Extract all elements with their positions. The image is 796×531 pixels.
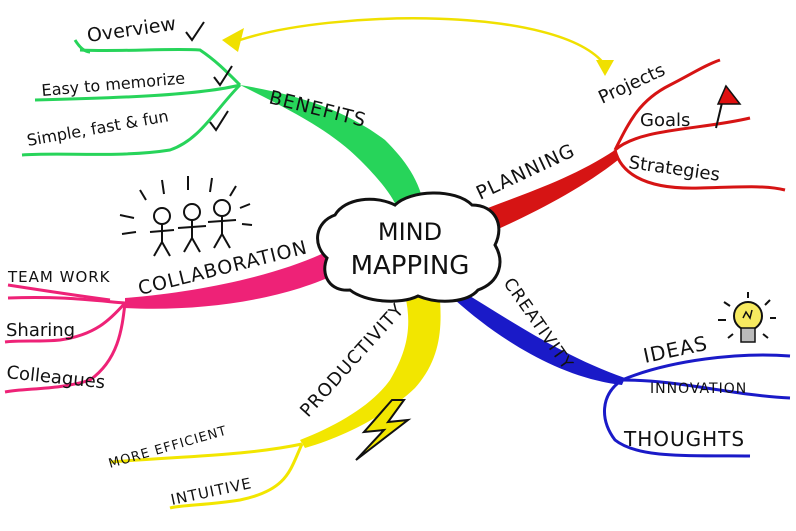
creativity-item-thoughts: THOUGHTS <box>623 427 745 451</box>
branch-creativity: CREATIVITY IDEAS INNOVATION THOUGHTS <box>455 274 791 458</box>
benefits-item-overview: Overview <box>86 13 178 47</box>
collaboration-item-team-work: TEAM WORK <box>7 268 111 286</box>
cloud-shape <box>316 191 502 303</box>
check-icon <box>209 110 229 132</box>
branch-planning: PLANNING Projects Goals Strategies <box>470 58 786 235</box>
creativity-item-ideas: IDEAS <box>641 331 710 368</box>
center-title-line1: MIND <box>378 218 442 246</box>
planning-item-goals: Goals <box>640 110 690 131</box>
connector-arrow <box>222 17 614 76</box>
arrow-head-left-icon <box>222 28 244 52</box>
check-icon <box>185 21 205 42</box>
branch-collaboration: COLLABORATION TEAM WORK Sharing Colleagu… <box>4 176 340 394</box>
lightbulb-icon <box>718 292 776 343</box>
lightning-bolt-icon <box>355 399 412 461</box>
red-flag-icon <box>715 84 742 129</box>
creativity-item-innovation: INNOVATION <box>650 381 747 397</box>
central-topic: MIND MAPPING <box>316 191 502 303</box>
stick-figures-icon <box>119 176 253 257</box>
productivity-item-more-efficient: MORE EFFICIENT <box>107 424 229 472</box>
center-title-line2: MAPPING <box>351 251 470 281</box>
arrow-head-down-icon <box>596 60 614 76</box>
branch-productivity: PRODUCTIVITY MORE EFFICIENT INTUITIVE <box>107 295 441 510</box>
collaboration-item-sharing: Sharing <box>6 320 75 341</box>
branch-benefits: BENEFITS Overview Easy to memorize Simpl… <box>21 13 425 215</box>
benefits-item-simple-fast-fun: Simple, fast & fun <box>25 106 170 150</box>
check-icon <box>213 65 233 87</box>
